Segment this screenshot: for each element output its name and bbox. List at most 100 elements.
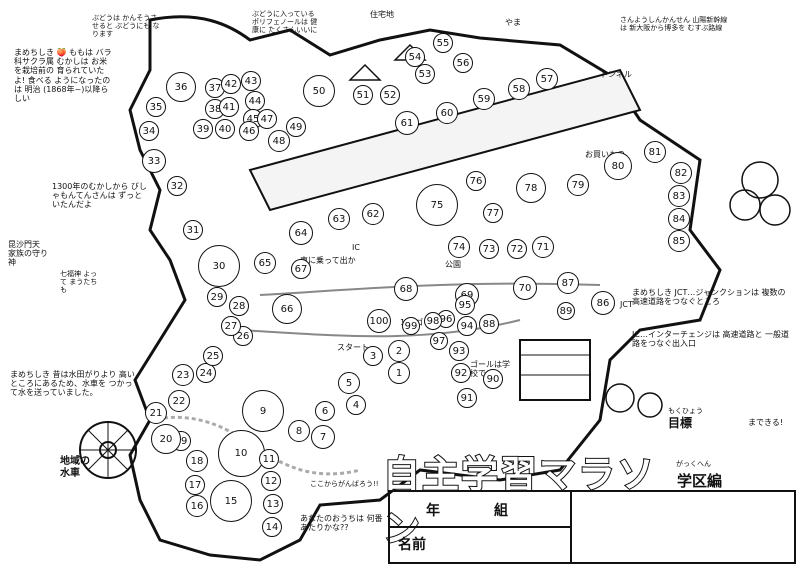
checkpoint-57[interactable]: 57 (536, 68, 558, 90)
checkpoint-35[interactable]: 35 (146, 97, 166, 117)
checkpoint-14[interactable]: 14 (262, 517, 282, 537)
checkpoint-83[interactable]: 83 (668, 185, 690, 207)
ic-note: IC…インターチェンジは 高速道路と 一般道路をつなぐ出入口 (632, 330, 790, 349)
checkpoint-48[interactable]: 48 (268, 130, 290, 152)
checkpoint-27[interactable]: 27 (221, 316, 241, 336)
checkpoint-71[interactable]: 71 (532, 236, 554, 258)
checkpoint-87[interactable]: 87 (557, 272, 579, 294)
checkpoint-53[interactable]: 53 (415, 64, 435, 84)
checkpoint-11[interactable]: 11 (259, 449, 279, 469)
checkpoint-8[interactable]: 8 (288, 420, 310, 442)
checkpoint-31[interactable]: 31 (183, 220, 203, 240)
checkpoint-67[interactable]: 67 (291, 259, 311, 279)
checkpoint-70[interactable]: 70 (513, 276, 537, 300)
checkpoint-44[interactable]: 44 (245, 91, 265, 111)
checkpoint-49[interactable]: 49 (286, 117, 306, 137)
checkpoint-29[interactable]: 29 (207, 287, 227, 307)
checkpoint-65[interactable]: 65 (254, 252, 276, 274)
checkpoint-40[interactable]: 40 (215, 119, 235, 139)
checkpoint-60[interactable]: 60 (436, 102, 458, 124)
checkpoint-39[interactable]: 39 (193, 119, 213, 139)
year-field-label[interactable]: 年 (426, 503, 440, 519)
checkpoint-55[interactable]: 55 (433, 33, 453, 53)
checkpoint-47[interactable]: 47 (257, 109, 277, 129)
checkpoint-18[interactable]: 18 (186, 450, 208, 472)
checkpoint-22[interactable]: 22 (168, 390, 190, 412)
checkpoint-95[interactable]: 95 (455, 295, 475, 315)
checkpoint-78[interactable]: 78 (516, 173, 546, 203)
form-divider (570, 492, 572, 562)
checkpoint-10[interactable]: 10 (217, 429, 265, 477)
checkpoint-52[interactable]: 52 (380, 85, 400, 105)
checkpoint-63[interactable]: 63 (328, 208, 350, 230)
checkpoint-68[interactable]: 68 (394, 277, 418, 301)
checkpoint-97[interactable]: 97 (430, 332, 448, 350)
checkpoint-23[interactable]: 23 (172, 364, 194, 386)
checkpoint-34[interactable]: 34 (139, 121, 159, 141)
checkpoint-89[interactable]: 89 (557, 302, 575, 320)
checkpoint-75[interactable]: 75 (416, 184, 458, 226)
checkpoint-99[interactable]: 99 (402, 317, 420, 335)
checkpoint-76[interactable]: 76 (466, 171, 486, 191)
checkpoint-84[interactable]: 84 (668, 208, 690, 230)
checkpoint-17[interactable]: 17 (185, 475, 205, 495)
checkpoint-15[interactable]: 15 (210, 480, 252, 522)
checkpoint-62[interactable]: 62 (362, 203, 384, 225)
checkpoint-61[interactable]: 61 (395, 111, 419, 135)
checkpoint-86[interactable]: 86 (591, 291, 615, 315)
checkpoint-77[interactable]: 77 (483, 203, 503, 223)
checkpoint-88[interactable]: 88 (479, 314, 499, 334)
checkpoint-59[interactable]: 59 (473, 88, 495, 110)
class-field-label[interactable]: 組 (494, 503, 508, 519)
checkpoint-5[interactable]: 5 (338, 372, 360, 394)
checkpoint-90[interactable]: 90 (483, 369, 503, 389)
checkpoint-50[interactable]: 50 (303, 75, 335, 107)
checkpoint-91[interactable]: 91 (457, 388, 477, 408)
checkpoint-25[interactable]: 25 (203, 346, 223, 366)
checkpoint-30[interactable]: 30 (198, 245, 240, 287)
checkpoint-42[interactable]: 42 (221, 74, 241, 94)
checkpoint-41[interactable]: 41 (219, 97, 239, 117)
checkpoint-92[interactable]: 92 (451, 363, 471, 383)
checkpoint-9[interactable]: 9 (242, 390, 284, 432)
checkpoint-51[interactable]: 51 (353, 85, 373, 105)
name-form: 年 組 名前 (388, 490, 796, 564)
checkpoint-74[interactable]: 74 (448, 236, 470, 258)
checkpoint-3[interactable]: 3 (363, 346, 383, 366)
checkpoint-33[interactable]: 33 (142, 149, 166, 173)
checkpoint-20[interactable]: 20 (151, 424, 181, 454)
checkpoint-2[interactable]: 2 (388, 340, 410, 362)
checkpoint-80[interactable]: 80 (604, 152, 632, 180)
checkpoint-73[interactable]: 73 (479, 239, 499, 259)
checkpoint-100[interactable]: 100 (367, 309, 391, 333)
checkpoint-72[interactable]: 72 (507, 239, 527, 259)
name-field-label[interactable]: 名前 (398, 537, 426, 553)
checkpoint-79[interactable]: 79 (567, 174, 589, 196)
checkpoint-24[interactable]: 24 (196, 363, 216, 383)
checkpoint-4[interactable]: 4 (346, 395, 366, 415)
checkpoint-56[interactable]: 56 (453, 53, 473, 73)
checkpoint-12[interactable]: 12 (261, 471, 281, 491)
checkpoint-81[interactable]: 81 (644, 141, 666, 163)
checkpoint-16[interactable]: 16 (186, 495, 208, 517)
checkpoint-1[interactable]: 1 (388, 362, 410, 384)
checkpoint-32[interactable]: 32 (167, 176, 187, 196)
checkpoint-98[interactable]: 98 (424, 312, 442, 330)
checkpoint-28[interactable]: 28 (229, 296, 249, 316)
checkpoint-66[interactable]: 66 (272, 294, 302, 324)
checkpoint-46[interactable]: 46 (239, 121, 259, 141)
checkpoint-43[interactable]: 43 (241, 71, 261, 91)
checkpoint-13[interactable]: 13 (263, 494, 283, 514)
checkpoint-85[interactable]: 85 (668, 230, 690, 252)
checkpoint-36[interactable]: 36 (166, 72, 196, 102)
title-box: 自主学習マラソン (382, 444, 683, 551)
checkpoint-93[interactable]: 93 (449, 341, 469, 361)
checkpoint-82[interactable]: 82 (670, 162, 692, 184)
checkpoint-58[interactable]: 58 (508, 78, 530, 100)
checkpoint-7[interactable]: 7 (311, 425, 335, 449)
checkpoint-6[interactable]: 6 (315, 401, 335, 421)
checkpoint-21[interactable]: 21 (145, 402, 167, 424)
checkpoint-54[interactable]: 54 (405, 47, 425, 67)
checkpoint-94[interactable]: 94 (457, 316, 477, 336)
checkpoint-64[interactable]: 64 (289, 221, 313, 245)
